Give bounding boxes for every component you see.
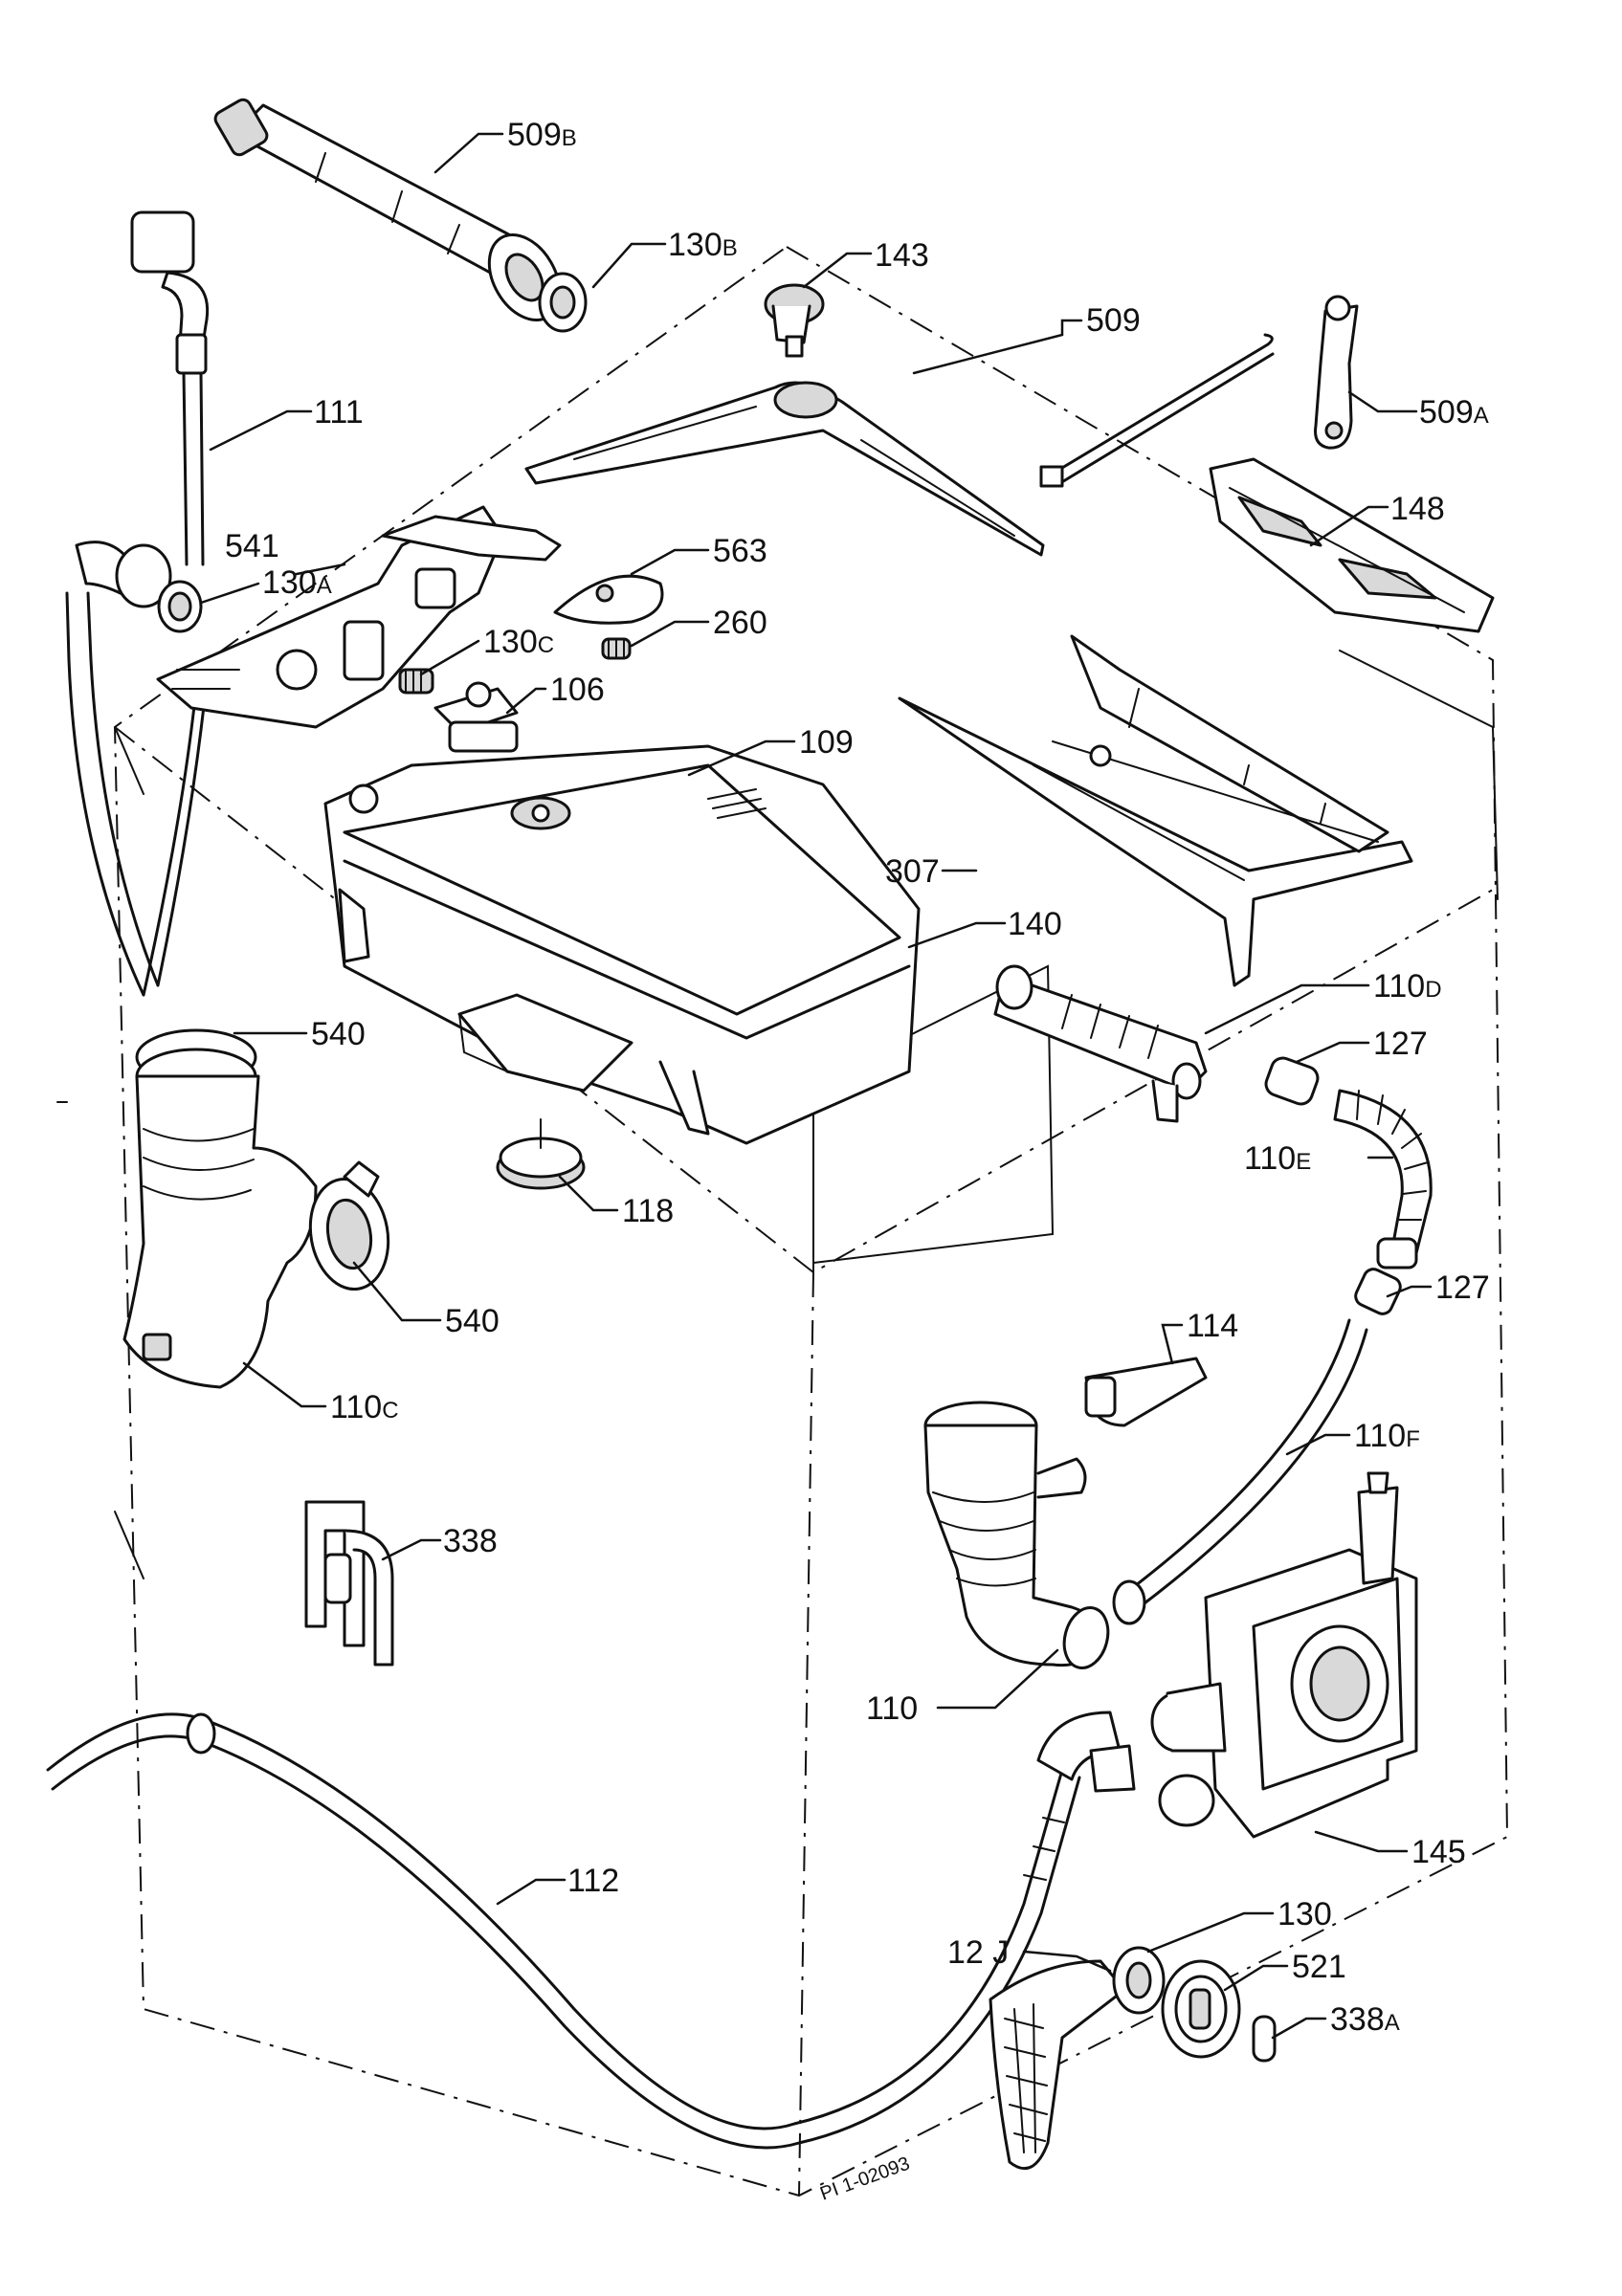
callout-260: 260 bbox=[713, 605, 767, 641]
part-140-divider bbox=[457, 993, 633, 1093]
callout-109: 109 bbox=[799, 724, 854, 761]
callout-338a: 338A bbox=[1330, 2001, 1400, 2038]
part-338-clip bbox=[304, 1500, 394, 1667]
part-509a-lever bbox=[1039, 295, 1359, 488]
part-110e-corrugated-hose bbox=[1333, 1089, 1433, 1269]
part-109-dispenser-housing bbox=[323, 744, 921, 1145]
part-260-spring bbox=[601, 637, 632, 660]
part-12j-filter bbox=[989, 1959, 1126, 2171]
callout-307: 307 bbox=[885, 853, 940, 890]
callout-143: 143 bbox=[875, 237, 929, 274]
callout-509b: 509B bbox=[507, 117, 577, 153]
callout-140: 140 bbox=[1008, 906, 1062, 942]
callout-labels: 509B 130B 143 509 509A 111 148 541 130A … bbox=[225, 117, 1490, 2038]
callout-106: 106 bbox=[550, 672, 605, 708]
callout-130c: 130C bbox=[483, 624, 554, 660]
part-111-inlet-hose bbox=[65, 210, 210, 997]
callout-114: 114 bbox=[1187, 1308, 1238, 1344]
callout-110d: 110D bbox=[1373, 968, 1442, 1004]
callout-148: 148 bbox=[1390, 491, 1445, 527]
part-307-detergent-drawer bbox=[898, 634, 1413, 987]
part-541-plate bbox=[156, 505, 562, 729]
part-148-tray bbox=[1209, 457, 1495, 633]
part-130c-spring bbox=[398, 668, 434, 695]
callout-110c: 110C bbox=[330, 1389, 399, 1425]
callout-338: 338 bbox=[443, 1523, 498, 1559]
part-540-sump-assembly bbox=[122, 1028, 390, 1389]
callout-130: 130 bbox=[1278, 1896, 1332, 1932]
callout-118: 118 bbox=[622, 1193, 674, 1229]
part-118-gear bbox=[496, 1118, 586, 1190]
leader-lines bbox=[199, 132, 1433, 2040]
part-110d-connector bbox=[993, 964, 1208, 1123]
callout-509: 509 bbox=[1086, 302, 1141, 339]
part-110-drain-bellows bbox=[923, 1401, 1110, 1669]
callout-110f: 110F bbox=[1354, 1418, 1420, 1454]
callout-12j: 12 J bbox=[947, 1934, 1009, 1971]
callout-509a: 509A bbox=[1419, 394, 1489, 430]
part-563-cam bbox=[553, 574, 664, 625]
callout-110e: 110E bbox=[1244, 1140, 1311, 1177]
part-338a-pin bbox=[1252, 2015, 1277, 2063]
part-130-filter-ring bbox=[1112, 1946, 1166, 2015]
callout-130a: 130A bbox=[262, 564, 332, 601]
part-521-filter-cap bbox=[1161, 1959, 1241, 2059]
callout-110: 110 bbox=[866, 1690, 918, 1727]
part-130b-seal-ring bbox=[538, 272, 588, 333]
callout-112: 112 bbox=[567, 1863, 619, 1899]
part-127-coupler-bottom bbox=[1354, 1268, 1402, 1315]
part-130a-seal-ring bbox=[157, 580, 203, 633]
callout-127-top: 127 bbox=[1373, 1026, 1428, 1062]
callout-130b: 130B bbox=[668, 227, 738, 263]
callout-145: 145 bbox=[1411, 1834, 1466, 1870]
part-106-valve-body bbox=[433, 681, 519, 753]
callout-540-bottom: 540 bbox=[445, 1303, 500, 1339]
part-112-drain-hose bbox=[46, 1711, 1136, 2150]
callout-541: 541 bbox=[225, 528, 279, 564]
callout-111: 111 bbox=[314, 394, 364, 430]
part-114-clip bbox=[1084, 1357, 1208, 1427]
part-127-coupler-top bbox=[1264, 1056, 1320, 1106]
part-145-pump-housing bbox=[1150, 1471, 1418, 1839]
callout-563: 563 bbox=[713, 533, 767, 569]
callout-540-top: 540 bbox=[311, 1016, 366, 1052]
part-143-knob bbox=[764, 283, 825, 358]
part-110f-hose bbox=[1112, 1318, 1368, 1625]
callout-127-bottom: 127 bbox=[1435, 1269, 1490, 1306]
callout-521: 521 bbox=[1292, 1949, 1346, 1985]
drawing-code: PI 1-02093 bbox=[817, 2153, 912, 2205]
part-509-bracket bbox=[524, 381, 1045, 557]
